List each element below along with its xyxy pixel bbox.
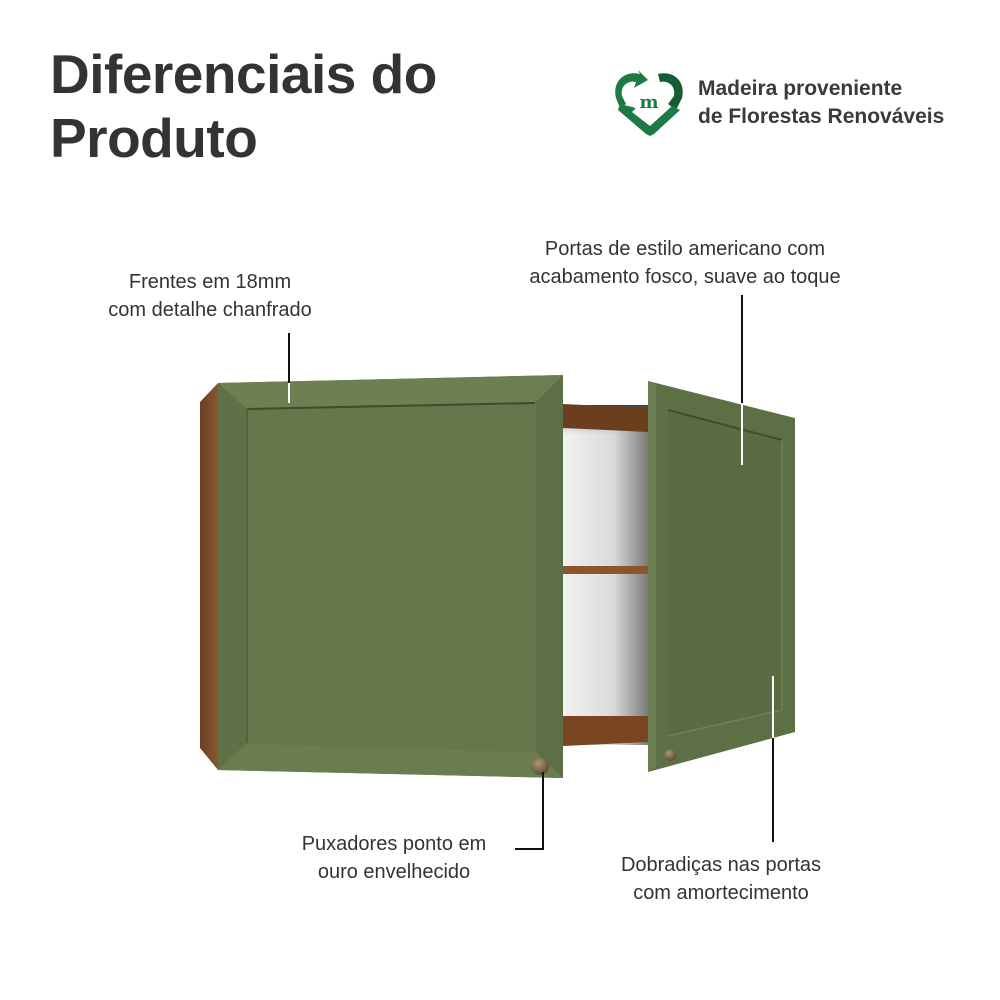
callout-line-puxadores-v: [542, 772, 544, 850]
page-title-line1: Diferenciais do: [50, 43, 437, 105]
cabinet-interior: [563, 405, 648, 745]
badge-line1: Madeira proveniente: [698, 77, 903, 100]
badge-text: Madeira proveniente de Florestas Renováv…: [698, 75, 944, 131]
callout-line-frentes: [288, 333, 290, 383]
page-title-line2: Produto: [50, 107, 258, 169]
left-door: [218, 375, 563, 778]
recycle-heart-m-icon: m: [615, 70, 683, 136]
cabinet-shelf: [563, 566, 648, 574]
cabinet-side-panel: [200, 383, 218, 770]
callout-portas: Portas de estilo americano com acabament…: [529, 238, 841, 288]
callout-frentes: Frentes em 18mm com detalhe chanfrado: [108, 271, 312, 321]
callout-puxadores: Puxadores ponto em ouro envelhecido: [301, 833, 487, 883]
callout-line-puxadores-h: [515, 848, 544, 850]
callout-line-frentes-inner: [288, 383, 290, 403]
right-door: [648, 381, 795, 772]
sustainability-badge: m Madeira proveniente de Florestas Renov…: [610, 68, 944, 138]
callout-line-dobradicas: [772, 738, 774, 842]
svg-text:m: m: [639, 92, 658, 113]
callout-dobradicas: Dobradiças nas portas com amortecimento: [620, 854, 822, 904]
callout-line-portas: [741, 295, 743, 403]
cabinet-top-panel: [563, 404, 648, 432]
callout-line-portas-inner: [741, 403, 743, 465]
cabinet-bottom-panel: [563, 716, 648, 746]
left-door-knob: [531, 757, 549, 775]
badge-line2: de Florestas Renováveis: [698, 105, 945, 128]
page-title: Diferenciais do Produto: [50, 42, 437, 170]
callout-line-dobradicas-inner: [772, 676, 774, 738]
right-door-knob: [664, 749, 676, 761]
